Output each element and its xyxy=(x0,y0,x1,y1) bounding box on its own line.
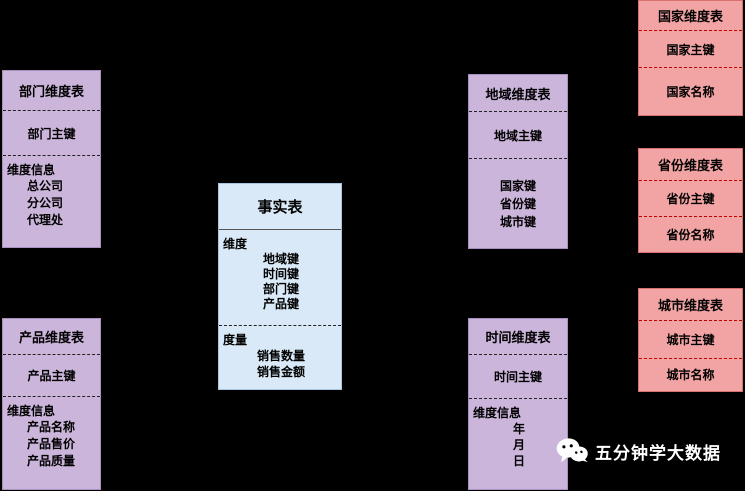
attribute: 产品质量 xyxy=(27,454,76,468)
table-title: 地域维度表 xyxy=(469,75,567,112)
table-title: 城市维度表 xyxy=(639,289,742,321)
table-title: 事实表 xyxy=(219,184,341,230)
fact-table: 事实表 维度 地域键 时间键 部门键 产品键 度量 销售数量 销售金额 xyxy=(218,183,342,390)
province-dimension-table: 省份维度表 省份主键 省份名称 xyxy=(638,148,743,253)
attribute: 城市键 xyxy=(499,214,536,229)
table-attributes: 城市名称 xyxy=(639,359,742,391)
info-label: 维度信息 xyxy=(7,163,56,177)
table-title: 国家维度表 xyxy=(639,1,742,31)
wechat-icon xyxy=(556,437,588,465)
primary-key: 时间主键 xyxy=(469,355,567,399)
attribute: 总公司 xyxy=(27,179,64,193)
table-attributes: 国家名称 xyxy=(639,68,742,115)
country-dimension-table: 国家维度表 国家主键 国家名称 xyxy=(638,0,743,116)
table-title: 产品维度表 xyxy=(3,319,100,355)
primary-key: 城市主键 xyxy=(639,321,742,359)
time-dimension-table: 时间维度表 时间主键 维度信息 年 月 日 xyxy=(468,318,568,490)
attribute: 国家名称 xyxy=(666,84,715,99)
measure: 销售数量 xyxy=(257,349,306,363)
attribute: 产品售价 xyxy=(27,437,76,451)
primary-key: 地域主键 xyxy=(469,112,567,159)
city-dimension-table: 城市维度表 城市主键 城市名称 xyxy=(638,288,743,392)
dimension-key: 产品键 xyxy=(263,297,300,311)
product-dimension-table: 产品维度表 产品主键 维度信息 产品名称 产品售价 产品质量 xyxy=(2,318,101,490)
table-attributes: 维度信息 总公司 分公司 代理处 xyxy=(3,156,100,247)
attribute: 省份键 xyxy=(499,196,536,211)
region-dimension-table: 地域维度表 地域主键 国家键 省份键 城市键 xyxy=(468,74,568,249)
dimension-key: 部门键 xyxy=(263,282,300,296)
department-dimension-table: 部门维度表 部门主键 维度信息 总公司 分公司 代理处 xyxy=(2,70,101,248)
attribute: 代理处 xyxy=(27,213,64,227)
measure: 销售金额 xyxy=(257,365,306,379)
primary-key: 部门主键 xyxy=(3,111,100,156)
table-attributes: 维度信息 年 月 日 xyxy=(469,399,567,489)
info-label: 维度信息 xyxy=(7,404,56,418)
primary-key: 产品主键 xyxy=(3,355,100,397)
table-attributes: 国家键 省份键 城市键 xyxy=(469,159,567,248)
section-label: 度量 xyxy=(223,333,248,347)
table-attributes: 维度信息 产品名称 产品售价 产品质量 xyxy=(3,397,100,489)
measures-section: 度量 销售数量 销售金额 xyxy=(219,326,341,389)
primary-key: 省份主键 xyxy=(639,181,742,217)
dimension-key: 地域键 xyxy=(263,252,300,266)
table-title: 时间维度表 xyxy=(469,319,567,355)
attribute: 国家键 xyxy=(499,178,536,193)
watermark: 五分钟学大数据 xyxy=(556,437,721,465)
dimension-key: 时间键 xyxy=(263,267,300,281)
table-title: 省份维度表 xyxy=(639,149,742,181)
info-label: 维度信息 xyxy=(473,406,522,420)
attribute: 年 xyxy=(513,422,526,436)
attribute: 城市名称 xyxy=(666,368,715,382)
dimension-keys-section: 维度 地域键 时间键 部门键 产品键 xyxy=(219,230,341,326)
attribute: 月 xyxy=(513,438,526,452)
attribute: 产品名称 xyxy=(27,420,76,434)
attribute: 省份名称 xyxy=(666,227,715,242)
table-attributes: 省份名称 xyxy=(639,217,742,252)
table-title: 部门维度表 xyxy=(3,71,100,111)
attribute: 日 xyxy=(513,454,526,468)
attribute: 分公司 xyxy=(27,196,64,210)
section-label: 维度 xyxy=(223,237,248,251)
primary-key: 国家主键 xyxy=(639,31,742,68)
watermark-text: 五分钟学大数据 xyxy=(595,443,721,463)
